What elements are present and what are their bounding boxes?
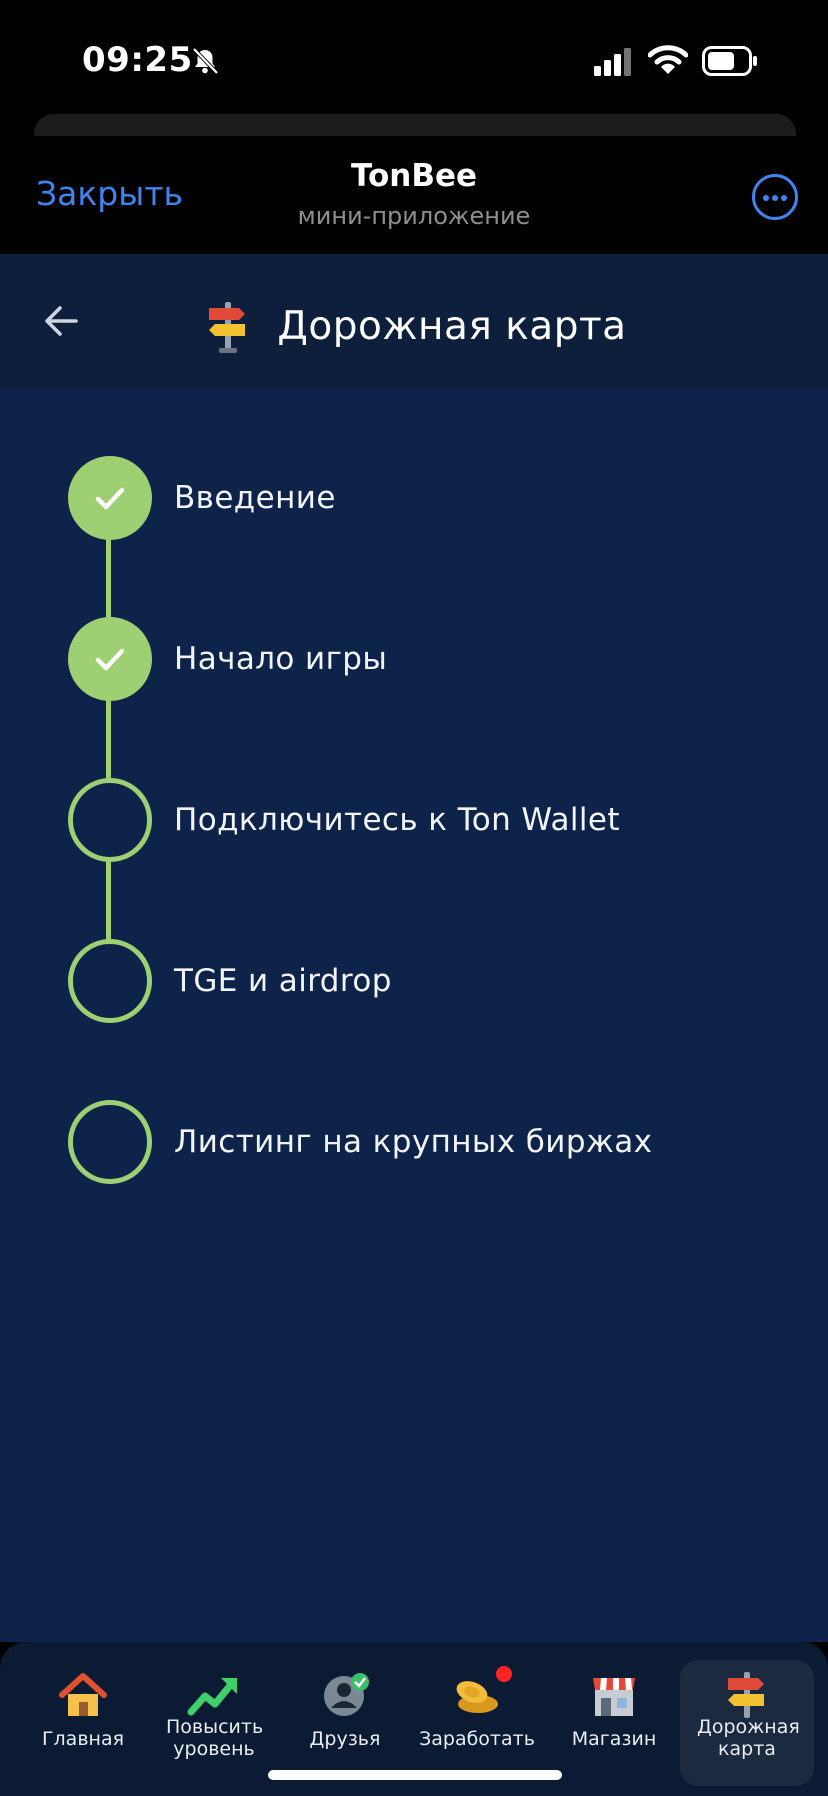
nav-label: Дорожная карта	[697, 1716, 800, 1760]
status-bar: 09:25	[0, 0, 828, 120]
step-done-circle	[68, 617, 152, 701]
step-label: Подключитесь к Ton Wallet	[174, 802, 620, 838]
roadmap-step: Начало игры	[68, 617, 387, 701]
step-pending-circle	[68, 1100, 152, 1184]
bell-muted-icon	[192, 47, 219, 75]
nav-item-home[interactable]: Главная	[16, 1660, 150, 1786]
checkmark-icon	[95, 648, 125, 671]
nav-label: Повысить уровень	[166, 1716, 264, 1760]
step-label: Начало игры	[174, 641, 388, 677]
nav-item-roadmap[interactable]: Дорожная карта	[680, 1660, 814, 1786]
close-button[interactable]: Закрыть	[36, 174, 183, 213]
nav-label: Главная	[41, 1728, 125, 1750]
back-arrow-icon[interactable]	[38, 294, 92, 348]
step-label: TGE и airdrop	[174, 963, 392, 999]
wifi-icon	[648, 45, 688, 74]
dot-icon	[772, 195, 778, 201]
step-done-circle	[68, 456, 152, 540]
nav-label: Заработать	[419, 1728, 535, 1750]
step-pending-circle	[68, 939, 152, 1023]
page-title-group: Дорожная карта	[0, 298, 828, 354]
nav-item-shop[interactable]: Магазин	[547, 1660, 681, 1786]
step-pending-circle	[68, 778, 152, 862]
mini-app-header: Закрыть TonBee мини-приложение	[0, 136, 828, 254]
notification-badge	[496, 1666, 512, 1682]
checkmark-icon	[95, 487, 125, 510]
trend-up-icon	[187, 1678, 237, 1716]
cellular-signal-icon	[594, 48, 631, 76]
house-icon	[59, 1673, 107, 1716]
roadmap-step: Листинг на крупных биржах	[68, 1100, 652, 1184]
nav-item-level-up[interactable]: Повысить уровень	[147, 1660, 281, 1786]
step-label: Листинг на крупных биржах	[174, 1124, 653, 1160]
battery-icon	[702, 46, 757, 76]
step-label: Введение	[174, 480, 336, 516]
nav-item-earn[interactable]: Заработать	[410, 1660, 544, 1786]
dot-icon	[763, 195, 769, 201]
nav-label: Магазин	[571, 1728, 657, 1750]
roadmap-content: Введение Начало игры Подключитесь к Ton …	[0, 388, 828, 1642]
friends-icon	[324, 1673, 369, 1716]
signpost-icon	[209, 302, 246, 353]
mini-app-title: TonBee	[350, 158, 478, 194]
signpost-icon	[728, 1672, 764, 1718]
roadmap-step: TGE и airdrop	[68, 939, 392, 1023]
roadmap-step: Введение	[68, 456, 336, 540]
page-title: Дорожная карта	[277, 303, 627, 349]
roadmap-step: Подключитесь к Ton Wallet	[68, 778, 620, 862]
sheet-top-edge	[34, 114, 796, 136]
coins-icon	[456, 1681, 498, 1713]
timeline-line	[106, 498, 111, 978]
more-options-button[interactable]	[752, 174, 798, 220]
page-header: Дорожная карта	[0, 254, 828, 388]
nav-item-friends[interactable]: Друзья	[278, 1660, 412, 1786]
shop-icon	[593, 1678, 635, 1716]
mini-app-subtitle: мини-приложение	[297, 202, 531, 230]
nav-label: Друзья	[309, 1728, 381, 1750]
dot-icon	[781, 195, 787, 201]
home-indicator	[268, 1770, 562, 1780]
status-time: 09:25	[82, 40, 193, 80]
